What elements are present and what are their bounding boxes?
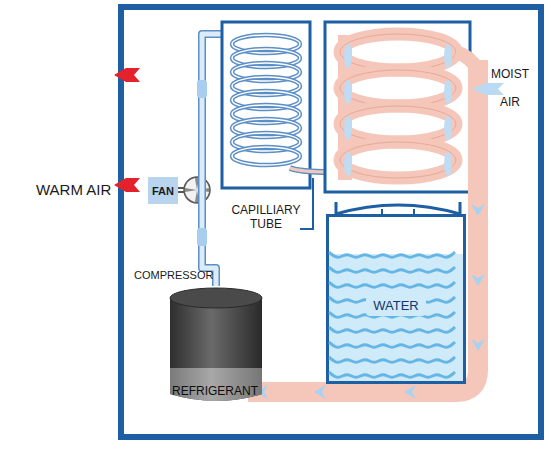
- leader-line: [300, 178, 313, 229]
- fan-shaft: [178, 187, 184, 189]
- compressor-cylinder: COMPRESSORREFRIGERANT: [168, 286, 264, 404]
- fan-blades: [184, 177, 211, 204]
- condenser-box: [222, 22, 310, 188]
- coil-highlight: [444, 116, 452, 140]
- coil-highlight: [344, 152, 352, 176]
- coil-turn: [340, 142, 456, 178]
- flow-arrow: [471, 204, 485, 216]
- warm-air-arrow: [114, 68, 140, 82]
- node-label: WATER: [326, 298, 466, 313]
- flow-arrow: [471, 274, 485, 286]
- air-label: MOIST AIR: [484, 60, 536, 116]
- part-label: REFRIGERANT: [172, 384, 258, 398]
- warm-air-arrow: [114, 178, 140, 192]
- pipe-fitting: [197, 80, 207, 98]
- coil-highlight: [344, 80, 352, 104]
- fan-symbol: [184, 177, 210, 203]
- evaporator-coil: [340, 34, 478, 180]
- drain-tray: [336, 202, 460, 214]
- part-heading: COMPRESSOR: [134, 269, 213, 281]
- coil-turn: [232, 147, 300, 165]
- refrigerant-return-pipe: [248, 60, 478, 392]
- coil-turn: [232, 147, 300, 165]
- evaporator-box: [325, 22, 470, 192]
- air-label: WARM AIR: [36, 180, 111, 200]
- coil-tube: [456, 52, 478, 70]
- flow-arrow: [471, 339, 485, 351]
- coil-highlight: [344, 44, 352, 68]
- flow-arrows: [256, 204, 485, 399]
- flow-arrow: [404, 385, 416, 399]
- housing-outline: [121, 7, 541, 437]
- condenser-coil: [232, 35, 300, 165]
- fan-shaft: [178, 191, 184, 193]
- fan-box: FAN: [148, 177, 178, 204]
- coil-highlight: [444, 44, 452, 68]
- coil-turn-edge: [340, 142, 456, 178]
- flow-arrow: [314, 385, 326, 399]
- part-label: CAPILLIARY TUBE: [228, 203, 304, 231]
- node-label: FAN: [152, 185, 174, 197]
- pipe-fitting: [197, 228, 207, 246]
- coil-highlight: [444, 80, 452, 104]
- moist-air-arrow: [472, 83, 504, 95]
- coil-highlight: [444, 152, 452, 176]
- water-tank: WATER: [326, 214, 466, 384]
- coil-highlight: [344, 116, 352, 140]
